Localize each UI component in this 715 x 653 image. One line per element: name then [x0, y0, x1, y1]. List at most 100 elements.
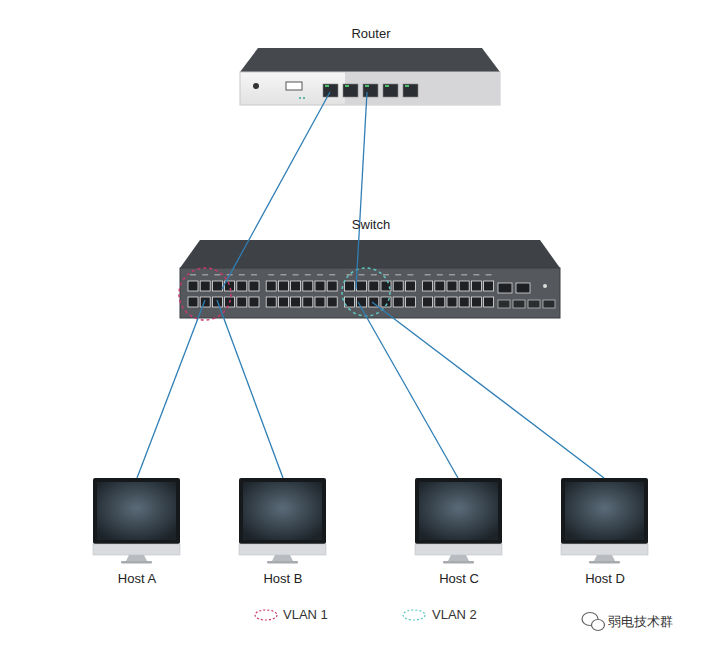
host-node: Host B — [239, 476, 327, 587]
port-mark — [251, 274, 257, 276]
network-cable — [372, 302, 604, 478]
switch-port — [344, 281, 354, 291]
port-mark — [346, 274, 352, 276]
switch-port — [459, 281, 469, 291]
switch-port — [357, 281, 367, 291]
switch-port — [435, 297, 445, 307]
switch-port — [303, 297, 313, 307]
switch-port — [471, 281, 481, 291]
router-port — [383, 84, 398, 97]
port-led — [365, 85, 369, 87]
port-mark — [371, 274, 377, 276]
host-node: Host C — [415, 476, 503, 587]
node-label: Router — [351, 26, 390, 42]
switch-port — [327, 297, 337, 307]
port-mark — [437, 274, 443, 276]
switch-port — [369, 281, 379, 291]
network-cable — [217, 300, 283, 478]
port-mark — [190, 274, 196, 276]
router-port — [323, 84, 338, 97]
switch-port — [423, 281, 433, 291]
switch-port — [303, 281, 313, 291]
node-label: Host D — [585, 571, 625, 587]
switch-port — [266, 297, 276, 307]
node-label: Host C — [439, 571, 479, 587]
legend-sample — [403, 610, 425, 620]
vlan2-marker — [342, 268, 390, 316]
monitor — [93, 478, 180, 564]
switch-port — [405, 281, 415, 291]
port-mark — [280, 274, 286, 276]
switch-port — [405, 297, 415, 307]
switch-port — [447, 281, 457, 291]
switch-port — [188, 281, 198, 291]
port-mark — [293, 274, 299, 276]
router-node: Router — [240, 26, 502, 108]
port-mark — [305, 274, 311, 276]
port-mark — [329, 274, 335, 276]
network-cable — [137, 300, 205, 478]
host-node: Host D — [561, 476, 649, 587]
port-mark — [473, 274, 479, 276]
node-label: Switch — [352, 217, 390, 233]
port-mark — [317, 274, 323, 276]
port-led — [345, 85, 349, 87]
switch-port — [381, 281, 391, 291]
monitor — [239, 478, 326, 564]
port-mark — [425, 274, 431, 276]
switch-port — [200, 297, 210, 307]
port-mark — [407, 274, 413, 276]
legend-label: VLAN 1 — [283, 607, 328, 623]
switch-port — [266, 281, 276, 291]
switch-port — [484, 281, 494, 291]
monitor — [415, 478, 502, 564]
port-mark — [359, 274, 365, 276]
switch-port — [435, 281, 445, 291]
network-cable — [356, 92, 367, 289]
host-node: Host A — [93, 476, 181, 587]
switch-port — [315, 297, 325, 307]
router-port — [403, 84, 418, 97]
switch-port — [393, 297, 403, 307]
switch-node: Switch — [180, 217, 562, 319]
switch-port — [188, 297, 198, 307]
port-mark — [395, 274, 401, 276]
switch-port — [278, 297, 288, 307]
node-label: Host B — [263, 571, 302, 587]
switch-port — [278, 281, 288, 291]
switch-port — [423, 297, 433, 307]
switch-port — [249, 281, 259, 291]
switch-port — [471, 297, 481, 307]
vlan1-marker — [179, 268, 231, 320]
port-mark — [449, 274, 455, 276]
legend-sample — [255, 610, 277, 620]
network-cable — [358, 302, 458, 478]
port-mark — [214, 274, 220, 276]
switch-port — [484, 297, 494, 307]
port-mark — [268, 274, 274, 276]
legend-label: VLAN 2 — [432, 607, 477, 623]
switch-port — [315, 281, 325, 291]
port-mark — [486, 274, 492, 276]
switch-device — [180, 240, 560, 318]
port-mark — [383, 274, 389, 276]
switch-port — [291, 297, 301, 307]
switch-port — [459, 297, 469, 307]
watermark: 弱电技术群 — [608, 613, 673, 631]
switch-port — [291, 281, 301, 291]
switch-port — [447, 297, 457, 307]
port-mark — [202, 274, 208, 276]
network-cable — [222, 92, 330, 289]
monitor — [561, 478, 648, 564]
router-port — [363, 84, 378, 97]
switch-port — [327, 281, 337, 291]
router-port — [343, 84, 358, 97]
switch-port — [237, 297, 247, 307]
port-mark — [239, 274, 245, 276]
switch-port — [212, 281, 222, 291]
port-led — [385, 85, 389, 87]
port-led — [405, 85, 409, 87]
